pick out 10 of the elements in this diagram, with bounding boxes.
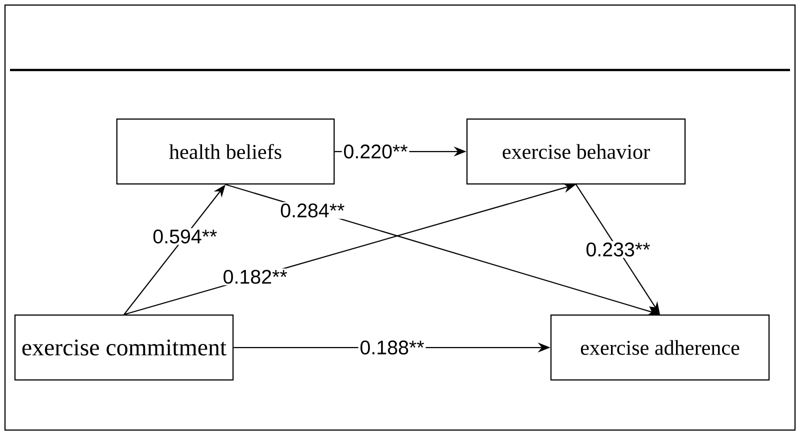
variable-box: exercise adherence	[550, 314, 770, 380]
edge-label: 0.284**	[278, 202, 346, 219]
edge-label: 0.233**	[584, 241, 652, 258]
edge-label: 0.182**	[221, 268, 289, 286]
edge-label: 0.594**	[151, 228, 219, 245]
edge-label: 0.220**	[342, 143, 410, 160]
variable-box: health beliefs	[116, 118, 335, 184]
variable-box: exercise commitment	[14, 314, 234, 380]
variable-box: exercise behavior	[466, 118, 686, 184]
edge-label: 0.188**	[358, 339, 426, 356]
